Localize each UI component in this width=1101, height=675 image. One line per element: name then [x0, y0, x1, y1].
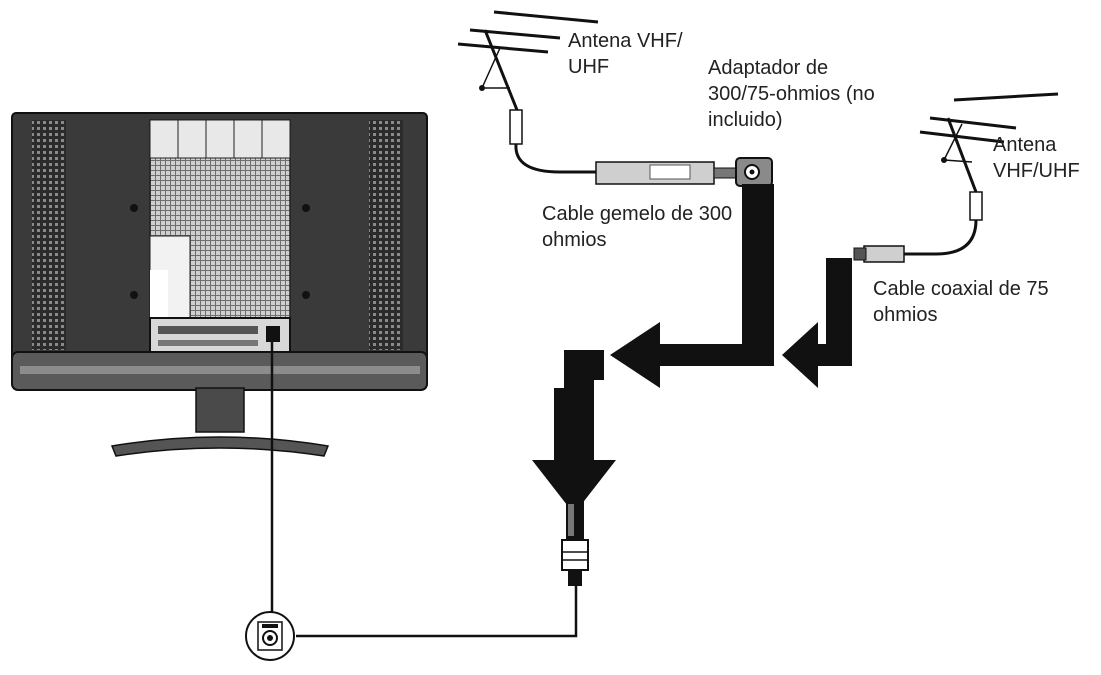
right-speaker-grille	[369, 120, 403, 350]
label-coaxial: Cable coaxial de 75 ohmios	[873, 278, 1049, 326]
coaxial-plug-icon	[853, 245, 905, 263]
arrow-icon	[532, 350, 616, 514]
coaxial-plug-icon	[561, 500, 589, 586]
label-antenna-right: Antena VHF/UHF	[993, 134, 1080, 182]
label-twin-lead: Cable gemelo de 300 ohmios	[542, 203, 733, 251]
left-speaker-grille	[32, 120, 66, 350]
antenna-jack-icon	[245, 611, 295, 661]
tv-rear-panel-icon	[11, 112, 428, 457]
arrow-icon	[610, 184, 774, 388]
twin-lead-cable	[514, 143, 596, 174]
coaxial-cable	[904, 219, 978, 256]
label-antenna-left: Antena VHF/ UHF	[568, 30, 683, 78]
antenna-jack-icon	[266, 326, 280, 342]
adapter-icon	[595, 157, 773, 187]
jack-to-plug-cable	[296, 584, 578, 638]
label-adapter: Adaptador de 300/75-ohmios (no incluido)	[708, 57, 875, 131]
antenna-icon	[919, 92, 1059, 221]
arrow-icon	[782, 258, 852, 388]
